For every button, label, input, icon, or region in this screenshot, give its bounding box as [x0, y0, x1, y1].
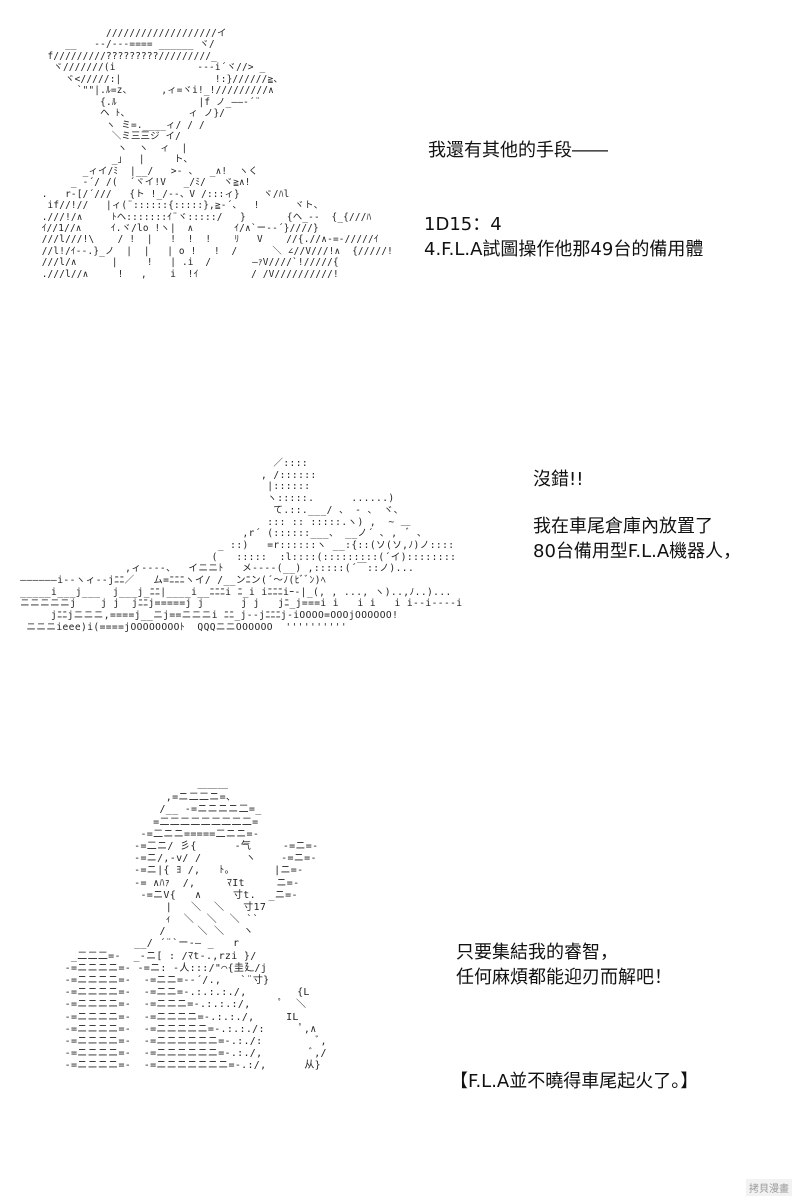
- panel-3: ＿＿＿ ,=ニ二二ニ=、 /__ -=ニニニニ二=_ =二二二二二二二二二= -…: [0, 770, 800, 1200]
- ascii-art-figure-with-hat: ///////////////////イ __ --/---==== _____…: [41, 28, 394, 280]
- dialogue-line: 我在車尾倉庫內放置了: [533, 516, 713, 537]
- dialogue-line: 只要集結我的睿智，: [456, 942, 618, 963]
- panel-1: ///////////////////イ __ --/---==== _____…: [0, 0, 800, 440]
- ascii-art-burning-train: ／:::: , /:::::: |:::::: ヽ:::::. ......): [20, 458, 463, 633]
- dialogue-1-roll: 1D15：4 4.F.L.A試圖操作他那49台的備用體: [424, 212, 703, 262]
- dialogue-2: 沒錯!! 我在車尾倉庫內放置了 80台備用型F.L.A機器人，: [533, 467, 741, 564]
- dialogue-line: 1D15：4: [424, 214, 502, 235]
- bracket-note-text: 【F.L.A並不曉得車尾起火了。】: [450, 1071, 699, 1092]
- bracket-note: 【F.L.A並不曉得車尾起火了。】: [450, 1069, 698, 1094]
- panel-2: ／:::: , /:::::: |:::::: ヽ:::::. ......): [0, 440, 800, 770]
- dialogue-line: 任何麻煩都能迎刃而解吧！: [456, 967, 672, 988]
- dialogue-line: 4.F.L.A試圖操作他那49台的備用體: [424, 239, 704, 260]
- line-gap: [533, 492, 741, 514]
- ascii-art-figure-on-train: ＿＿＿ ,=ニ二二ニ=、 /__ -=ニニニニ二=_ =二二二二二二二二二= -…: [64, 780, 327, 1072]
- watermark: 拷貝漫畫: [746, 1179, 792, 1196]
- dialogue-3: 只要集結我的睿智， 任何麻煩都能迎刃而解吧！: [456, 940, 672, 990]
- dialogue-line: 沒錯!!: [533, 469, 584, 490]
- dialogue-line: 80台備用型F.L.A機器人，: [533, 541, 742, 562]
- dialogue-line: 我還有其他的手段――: [428, 140, 608, 161]
- dialogue-1-caption: 我還有其他的手段――: [428, 138, 608, 163]
